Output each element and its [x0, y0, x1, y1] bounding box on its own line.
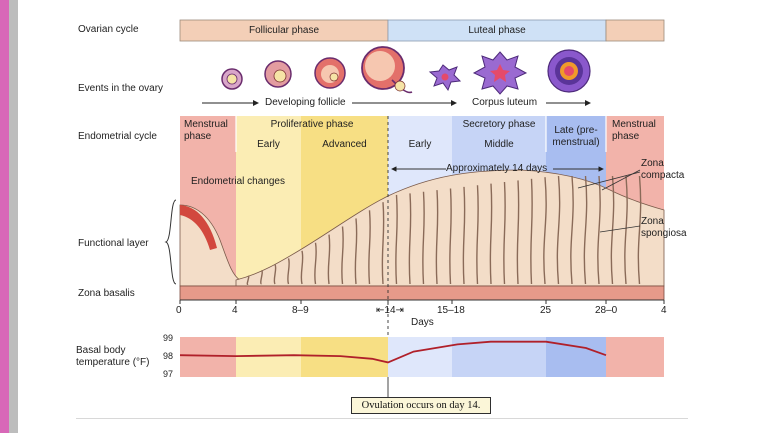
follicle-primordial: [221, 68, 243, 90]
events-in-ovary-label: Events in the ovary: [78, 83, 164, 94]
ovarian-cycle-label: Ovarian cycle: [78, 24, 139, 35]
endometrial-gland: [354, 218, 358, 285]
zona-spongiosa-label: Zona spongiosa: [641, 216, 687, 239]
proliferative-phase-label: Proliferative phase: [270, 119, 354, 130]
temp-menstrual-panel-right: [606, 337, 664, 377]
endometrial-gland: [300, 250, 304, 285]
next-follicular-bar: [605, 19, 665, 42]
endometrial-gland: [516, 180, 520, 285]
endometrial-gland: [287, 258, 290, 285]
endometrial-gland: [503, 181, 506, 285]
luteal-phase-label: Luteal phase: [468, 25, 526, 36]
day-tick-4: 4: [232, 305, 238, 316]
follicular-phase-label: Follicular phase: [248, 25, 320, 36]
basal-body-temperature-label: Basal body temperature (°F): [76, 345, 150, 368]
follicle-secondary: [314, 57, 346, 89]
temp-tick-97: 97: [163, 369, 174, 379]
ovulation-callout: Ovulation occurs on day 14.: [351, 397, 491, 414]
endometrial-gland: [543, 177, 547, 285]
menstrual-phase-left-label: Menstrual phase: [184, 119, 228, 142]
day-tick-8-9: 8–9: [292, 305, 309, 316]
endometrial-gland: [246, 275, 250, 285]
endometrial-gland: [273, 264, 277, 285]
endometrial-gland: [597, 175, 601, 285]
endometrial-gland: [314, 242, 317, 285]
follicle-primary: [264, 60, 292, 88]
endometrial-gland: [556, 175, 561, 285]
secretory-early-label: Early: [408, 139, 432, 150]
functional-layer-brace: [164, 199, 177, 285]
endometrial-gland: [530, 178, 533, 285]
temp-menstrual-panel-left: [180, 337, 236, 377]
secretory-middle-label: Middle: [484, 139, 514, 150]
day-tick-0: 0: [176, 305, 182, 316]
day-tick-4-next: 4: [661, 305, 667, 316]
day-tick-15-18: 15–18: [437, 305, 465, 316]
endometrial-gland: [489, 183, 493, 285]
day-tick-25: 25: [540, 305, 552, 316]
proliferative-early-label: Early: [257, 139, 280, 150]
zona-compacta-label: Zona compacta: [641, 158, 685, 181]
endometrial-gland: [422, 191, 425, 285]
endometrial-gland: [462, 186, 466, 285]
zona-basalis-label: Zona basalis: [78, 288, 135, 299]
endometrial-gland: [583, 175, 588, 285]
functional-layer-label: Functional layer: [78, 238, 149, 249]
slide-edge-pink: [0, 0, 9, 433]
endometrial-gland: [395, 194, 398, 285]
developing-follicle-label: Developing follicle: [263, 97, 348, 108]
corpus-luteum-label: Corpus luteum: [470, 97, 540, 108]
endometrial-glands: [246, 175, 642, 285]
zona-basalis-band: [179, 285, 665, 301]
corpus-luteum-mid: [472, 51, 528, 95]
endometrial-gland: [435, 190, 439, 285]
endometrial-gland: [341, 226, 344, 285]
temp-tick-99: 99: [163, 333, 174, 343]
endometrial-gland: [368, 210, 371, 285]
endometrial-cycle-label: Endometrial cycle: [78, 131, 157, 142]
endometrial-gland: [476, 185, 479, 285]
temp-proliferative-early-panel: [236, 337, 301, 377]
endometrial-changes-label: Endometrial changes: [191, 176, 285, 187]
endometrial-gland: [327, 234, 331, 285]
corpus-luteum-late: [547, 49, 591, 93]
day-tick-28-0: 28–0: [595, 305, 618, 316]
secretory-late-label: Late (pre- menstrual): [552, 125, 600, 148]
endometrial-gland: [260, 269, 263, 285]
slide-edge-gray: [9, 0, 18, 433]
endometrial-gland: [449, 188, 452, 285]
footer-divider: [76, 418, 688, 419]
endometrial-gland: [408, 193, 412, 285]
temp-secretory-early-panel: [388, 337, 452, 377]
endometrial-gland: [624, 175, 628, 285]
endometrial-gland: [637, 175, 642, 285]
temp-tick-98: 98: [163, 351, 174, 361]
day-tick-14: ⇤14⇥: [376, 305, 404, 316]
endometrial-gland: [570, 175, 574, 285]
endometrial-gland: [381, 202, 385, 285]
days-axis-label: Days: [411, 317, 434, 328]
proliferative-advanced-label: Advanced: [322, 139, 367, 150]
basal-temperature-curve: [179, 340, 607, 364]
approx-14-days-label: Approximately 14 days: [446, 163, 548, 174]
follicle-mature-ovulating: [361, 46, 413, 94]
corpus-luteum-early: [428, 64, 462, 92]
menstrual-phase-right-label: Menstrual phase: [612, 119, 656, 142]
secretory-phase-label: Secretory phase: [462, 119, 536, 130]
